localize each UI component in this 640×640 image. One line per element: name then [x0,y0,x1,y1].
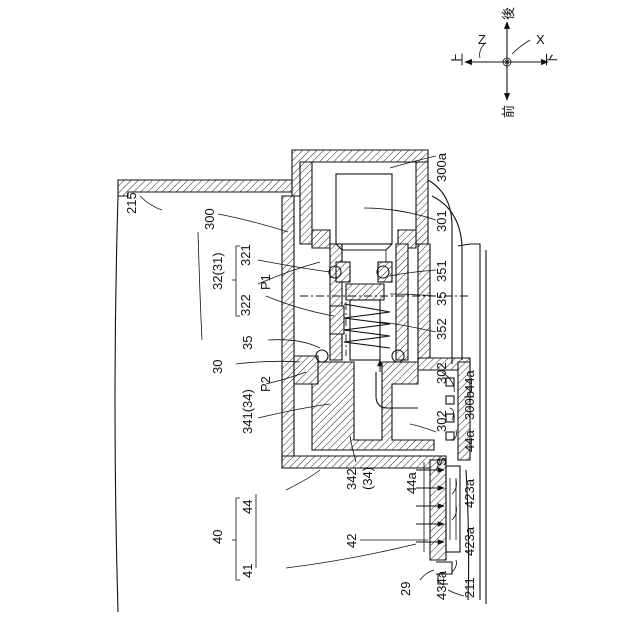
label-S: S [434,457,449,466]
label-215: 215 [124,192,139,214]
sensor-assembly-40 [430,460,460,584]
axis-back-label: 後 [501,7,516,20]
label-321: 321 [238,244,253,266]
label-423a-2: 423a [462,526,477,556]
axis-x-label: X [536,32,545,47]
label-302-b: 302 [434,410,449,432]
direction-indicator: 上 下 前 後 X Z [450,7,559,118]
plug-301 [336,174,392,264]
label-32-31: 32(31) [210,252,225,290]
label-302-a: 302 [434,362,449,384]
label-352: 352 [434,318,449,340]
label-29: 29 [398,582,413,596]
label-34-paren: (34) [360,467,375,490]
label-30: 30 [210,360,225,374]
label-35-left: 35 [240,336,255,350]
axis-z-label: Z [478,32,486,47]
label-35-right: 35 [434,292,449,306]
label-41: 41 [240,564,255,578]
label-44a-3: 44a [404,472,419,494]
label-300b: 300b [462,391,477,420]
label-300: 300 [202,208,217,230]
label-342: 342 [344,468,359,490]
label-44: 44 [240,500,255,514]
axis-down-label: 下 [544,53,559,66]
label-40: 40 [210,530,225,544]
axis-up-label: 上 [450,53,465,66]
label-P1: P1 [258,274,273,290]
label-42: 42 [344,534,359,548]
label-423a-1: 423a [462,478,477,508]
label-301: 301 [434,210,449,232]
label-44a-2: 44a [462,430,477,452]
label-341-34: 341(34) [240,389,255,434]
label-351: 351 [434,260,449,282]
label-44a-1: 44a [462,370,477,392]
label-P2: P2 [258,376,273,392]
label-211: 211 [462,577,477,598]
label-322: 322 [238,294,253,316]
label-300a: 300a [434,152,449,182]
housing-215 [115,180,292,612]
axis-front-label: 前 [501,105,516,118]
label-434a: 434a [434,570,449,600]
